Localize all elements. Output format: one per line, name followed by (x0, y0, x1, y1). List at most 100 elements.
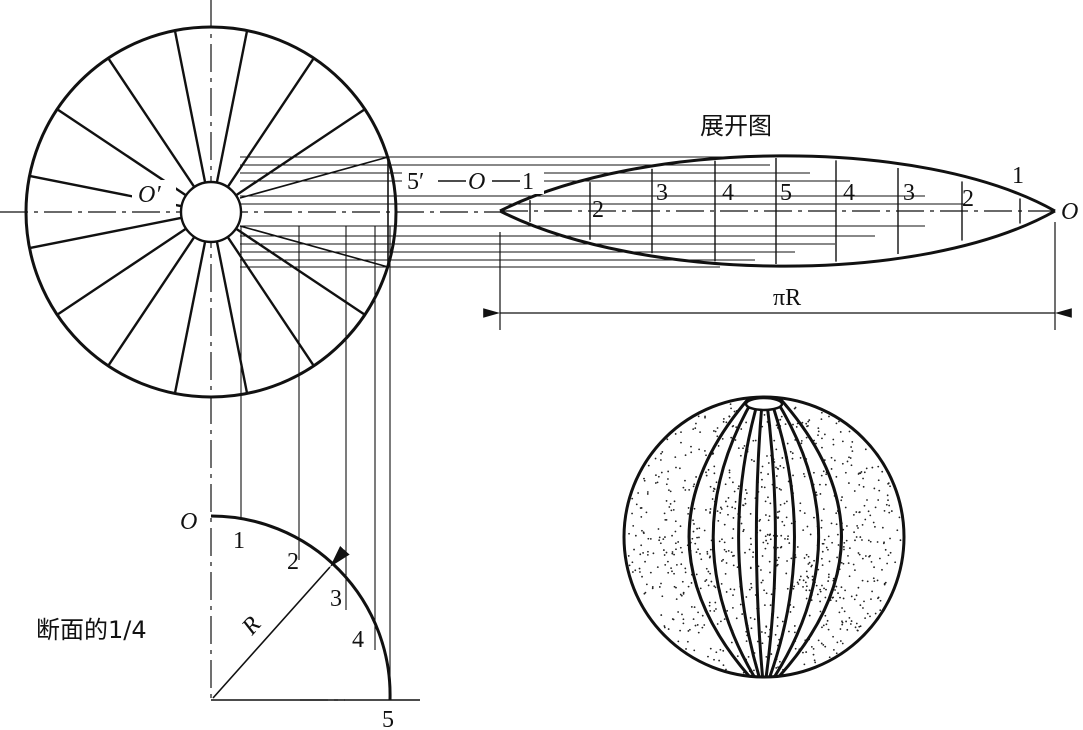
top-view: O′ (0, 0, 500, 700)
dimension-label: πR (773, 285, 801, 311)
stipple-dot (817, 434, 819, 437)
stipple-dot (631, 497, 634, 500)
stipple-dot (698, 448, 701, 451)
stipple-dot (745, 640, 748, 643)
radial-line (107, 57, 196, 188)
stipple-dot (886, 494, 889, 497)
stipple-dot (720, 560, 723, 562)
stipple-dot (705, 454, 707, 457)
stipple-dot (730, 436, 733, 439)
sphere-meridian-line (737, 397, 761, 677)
stipple-dot (815, 584, 818, 587)
stipple-dot (708, 556, 711, 559)
stipple-dot (775, 486, 778, 489)
stipple-dot (798, 578, 801, 581)
stipple-dot (760, 631, 763, 633)
stipple-dot (802, 651, 804, 654)
stipple-dot (647, 464, 650, 467)
stipple-dot (883, 509, 886, 512)
stipple-dot (896, 529, 899, 532)
stipple-dot (714, 430, 717, 433)
stipple-dot (673, 572, 675, 575)
stipple-dot (854, 539, 856, 542)
stipple-dot (779, 465, 782, 467)
stipple-dot (848, 575, 851, 578)
center-label: O′ (138, 182, 161, 208)
stipple-dot (832, 635, 834, 638)
stipple-dot (691, 537, 694, 540)
stipple-dot (775, 424, 778, 427)
stipple-dot (674, 542, 677, 545)
stipple-dot (735, 617, 738, 620)
stipple-dot (881, 568, 883, 571)
stipple-dot (838, 420, 840, 423)
stipple-dot (765, 592, 768, 595)
stipple-dot (677, 611, 680, 613)
stipple-dot (705, 579, 708, 581)
stipple-dot (696, 527, 698, 530)
stipple-dot (675, 586, 677, 589)
stipple-dot (786, 442, 789, 445)
stipple-dot (723, 523, 726, 526)
stipple-dot (695, 422, 697, 425)
stipple-dot (830, 468, 833, 470)
stipple-dot (780, 415, 783, 418)
stipple-dot (859, 625, 862, 628)
stipple-dot (720, 508, 723, 510)
stipple-dot (887, 554, 890, 557)
stipple-dot (810, 565, 813, 568)
stipple-dot (709, 485, 712, 488)
stipple-dot (785, 516, 788, 519)
top-view-gore-outline (239, 155, 389, 269)
stipple-dot (763, 486, 766, 489)
stipple-dot (864, 448, 867, 451)
stipple-dot (744, 489, 747, 491)
stipple-dot (763, 414, 766, 416)
stipple-dot (857, 586, 860, 589)
stipple-dot (750, 586, 753, 589)
stipple-dot (639, 571, 641, 573)
radial-line (215, 241, 249, 394)
stipple-dot (826, 619, 829, 622)
stipple-dot (729, 403, 732, 405)
stipple-dot (704, 415, 706, 418)
stipple-dot (796, 581, 799, 584)
stipple-dot (707, 655, 709, 658)
stipple-dot (749, 566, 752, 569)
stipple-dot (733, 490, 736, 493)
stipple-dot (842, 562, 845, 565)
stipple-dot (715, 608, 717, 610)
stipple-dot (760, 581, 763, 584)
stipple-dot (759, 529, 762, 532)
stipple-dot (877, 499, 880, 501)
stipple-dot (783, 524, 786, 527)
stipple-dot (718, 659, 721, 662)
stipple-dot (641, 575, 643, 578)
stipple-dot (777, 516, 780, 519)
stipple-dot (785, 572, 788, 575)
stipple-dot (692, 530, 695, 533)
stipple-dot (682, 593, 685, 595)
stipple-dot (839, 431, 842, 433)
stipple-dot (871, 466, 874, 469)
stipple-dot (876, 579, 879, 582)
stipple-dot (742, 504, 745, 507)
stipple-dot (674, 433, 677, 435)
stipple-dot (795, 426, 798, 428)
stipple-dot (705, 471, 707, 474)
stipple-dot (744, 551, 746, 554)
stipple-dot (726, 609, 729, 612)
stipple-dot (722, 664, 725, 667)
stipple-dot (665, 518, 668, 521)
stipple-dot (646, 553, 649, 556)
stipple-dot (835, 512, 838, 515)
stipple-dot (840, 499, 843, 502)
stipple-dot (709, 508, 712, 510)
sphere-meridian-line (754, 397, 765, 677)
stipple-dot (732, 517, 735, 519)
stipple-dot (799, 575, 802, 578)
stipple-dot (707, 584, 710, 587)
radial-line (226, 57, 315, 188)
stipple-dot (847, 562, 850, 565)
stipple-dot (728, 469, 731, 472)
